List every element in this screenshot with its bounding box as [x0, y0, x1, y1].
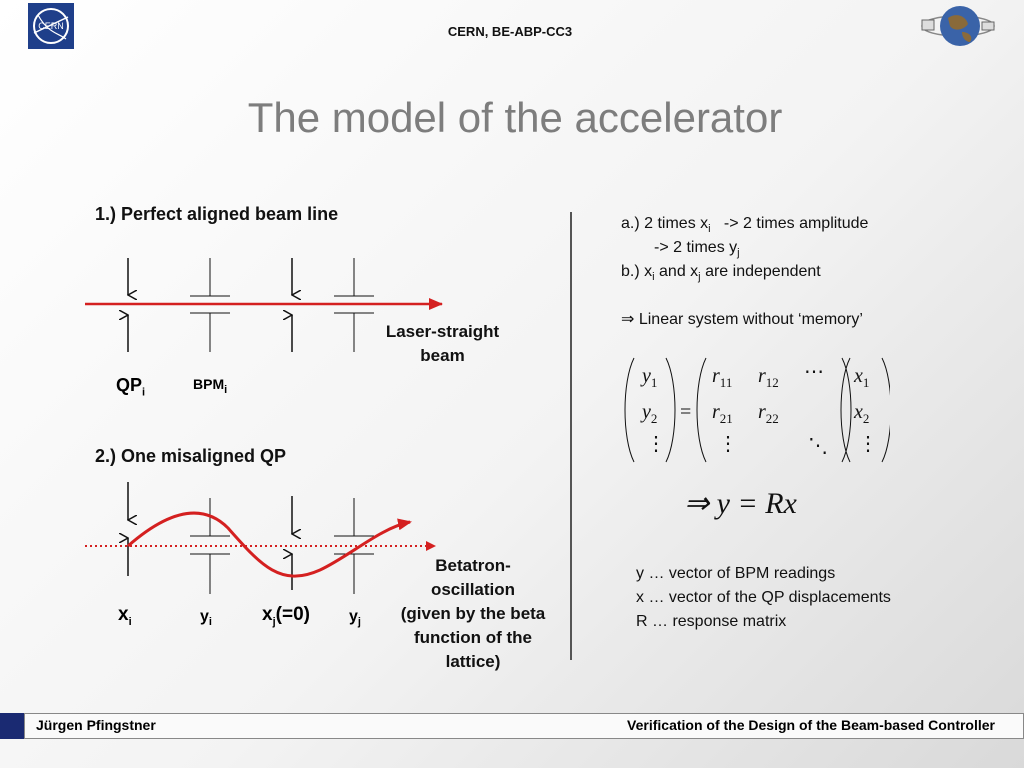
laser-beam-label: Laser-straight beam [360, 320, 525, 368]
qp-label-text: QP [116, 375, 143, 395]
header-text: CERN, BE-ABP-CC3 [447, 24, 573, 39]
laser-line1: Laser-straight [385, 322, 500, 341]
y-j-text: y [349, 608, 358, 625]
definition-y: y … vector of BPM readings [636, 565, 836, 582]
point-a-prefix: a.) 2 times x [621, 215, 709, 232]
point-b-suffix: are independent [700, 263, 821, 280]
matrix-x-dots: ⋮ [858, 433, 878, 455]
point-a-suffix: -> 2 times amplitude [710, 215, 869, 232]
y-i-sub: i [208, 616, 212, 629]
result-equation: ⇒ y = Rx [684, 487, 797, 520]
laser-line2: beam [420, 346, 465, 365]
matrix-y2: y2 [640, 401, 657, 426]
matrix-x1: x1 [853, 365, 869, 390]
cern-logo-icon: CERN [28, 3, 74, 49]
matrix-hdots: ⋯ [804, 361, 824, 383]
section2-heading: 2.) One misaligned QP [95, 446, 287, 466]
betatron-line-3: function of the [413, 628, 533, 647]
y-i-text: y [200, 608, 209, 625]
betatron-line-2: (given by the beta [400, 604, 546, 623]
definition-r: R … response matrix [636, 613, 787, 630]
globe-logo-icon [921, 6, 995, 46]
x-i-label: xi [118, 604, 132, 628]
section1-heading: 1.) Perfect aligned beam line [95, 204, 339, 224]
point-b: b.) xi and xj are independent [621, 260, 821, 289]
point-b-mid: and x [654, 263, 699, 280]
matrix-r21: r21 [712, 401, 733, 426]
point-a2-prefix: -> 2 times y [654, 239, 738, 256]
paren-x-close [881, 357, 890, 463]
matrix-ddots: ⋱ [808, 435, 828, 457]
bpm-label-text: BPM [193, 376, 225, 392]
betatron-line-4: lattice) [445, 652, 501, 671]
paren-matrix-close [841, 357, 852, 463]
point-a-cont: -> 2 times yj [654, 236, 740, 265]
matrix-r22: r22 [758, 401, 779, 426]
y-j-label: yj [349, 608, 361, 628]
matrix-y1: y1 [640, 365, 657, 390]
implication-text: ⇒ Linear system without ‘memory’ [621, 311, 863, 328]
misaligned-beamline-diagram [85, 482, 436, 594]
x-i-text: x [118, 604, 129, 625]
paren-left-close [665, 357, 676, 463]
qp-label-sub: i [142, 386, 146, 399]
matrix-r11: r11 [712, 365, 732, 390]
x-j-suffix: (=0) [275, 604, 310, 625]
x-i-sub: i [128, 615, 132, 628]
matrix-r12: r12 [758, 365, 779, 390]
footer-bar [24, 713, 1024, 739]
footer-author: Jürgen Pfingstner [36, 717, 156, 733]
footer-accent [0, 713, 24, 739]
x-j-sub: j [272, 615, 276, 628]
y-j-sub: j [357, 616, 361, 629]
point-a-sub: i [708, 223, 711, 236]
point-a2-sub: j [737, 247, 740, 260]
slide-title: The model of the accelerator [247, 94, 783, 141]
matrix-equation: y1 y2 ⋮ = r11 r12 ⋯ r21 r22 ⋮ ⋱ x1 x2 ⋮ [624, 357, 890, 463]
y-i-label: yi [200, 608, 212, 628]
perfect-beamline-diagram [85, 258, 443, 352]
matrix-x2: x2 [853, 401, 869, 426]
bpm-label-sub: i [224, 383, 228, 396]
betatron-line-0: Betatron- [435, 556, 511, 575]
point-b-sub2: j [698, 271, 701, 284]
bpm-label: BPMi [193, 376, 227, 396]
matrix-y-dots: ⋮ [646, 433, 666, 455]
x-j-text: x [262, 604, 273, 625]
point-b-sub1: i [652, 271, 655, 284]
x-j-label: xj(=0) [262, 604, 310, 628]
betatron-line-1: oscillation [430, 580, 516, 599]
point-b-prefix: b.) x [621, 263, 653, 280]
betatron-label: Betatron- oscillation (given by the beta… [380, 554, 566, 674]
matrix-vdots: ⋮ [718, 433, 738, 455]
betatron-oscillation-curve [127, 511, 412, 578]
cern-logo-text: CERN [38, 21, 64, 31]
column-divider [570, 212, 572, 660]
definition-x: x … vector of the QP displacements [636, 589, 891, 606]
paren-left-open [624, 357, 635, 463]
qp-label: QPi [116, 375, 145, 399]
footer-talk-title: Verification of the Design of the Beam-b… [627, 717, 995, 733]
matrix-equals: = [680, 401, 691, 423]
point-a: a.) 2 times xi -> 2 times amplitude [621, 212, 868, 241]
paren-x-open [840, 357, 851, 463]
paren-matrix-open [696, 357, 707, 463]
